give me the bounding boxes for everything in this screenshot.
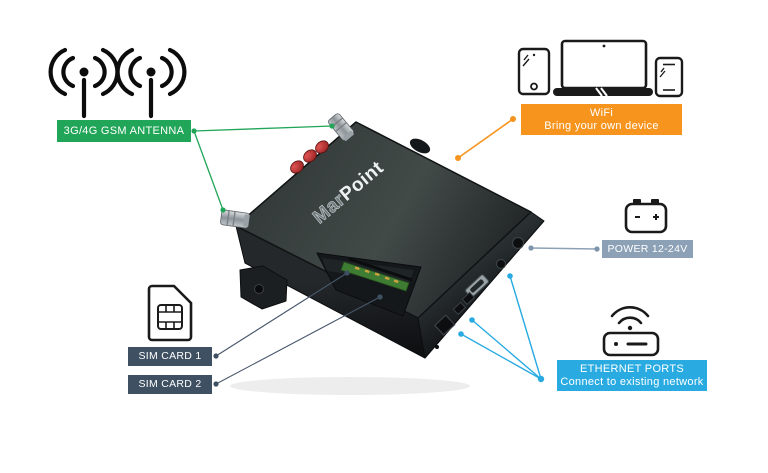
laptop-icon (553, 39, 653, 97)
wifi-label-title: WiFi (589, 106, 614, 119)
ethernet-jack (433, 314, 456, 336)
sim-recess (316, 252, 422, 317)
ethernet-ports-label-subtitle: Connect to existing network (560, 375, 704, 388)
sim-card-2-label-text: SIM CARD 2 (138, 378, 202, 390)
antenna-glyph-1 (48, 47, 120, 119)
sim-card-icon (147, 284, 193, 342)
power-port (511, 236, 525, 250)
device-top-face (235, 121, 532, 319)
power-label: POWER 12-24V (602, 240, 693, 258)
sma-connector-top (328, 113, 355, 142)
io-ports (433, 236, 525, 349)
sim-connector-lines (213, 270, 383, 387)
ethernet-ports-label-title: ETHERNET PORTS (579, 362, 685, 375)
phone-icon (654, 56, 684, 98)
power-terminal-icon (624, 199, 668, 234)
ethernet-connector-lines (458, 273, 545, 383)
wifi-label-subtitle: Bring your own device (544, 119, 659, 132)
gsm-connector-lines (191, 123, 335, 213)
power-connector-line (528, 245, 600, 252)
byod-devices-icon (517, 39, 684, 98)
cellular-antenna-icon (48, 47, 187, 119)
tablet-icon (517, 47, 551, 96)
io-port-small-2 (452, 301, 467, 316)
router-wifi-icon (602, 306, 660, 357)
wifi-connector-line (455, 116, 516, 161)
sim-card-1-label: SIM CARD 1 (128, 347, 212, 366)
mounting-bracket (239, 265, 288, 310)
sim-card-2-label: SIM CARD 2 (128, 375, 212, 394)
io-port-small-1 (461, 291, 476, 306)
gsm-antenna-label-text: 3G/4G GSM ANTENNA (63, 124, 185, 137)
wifi-label: WiFi Bring your own device (521, 104, 682, 135)
router-device: MarPoint (220, 113, 545, 359)
antenna-caps (290, 140, 329, 174)
ethernet-ports-label: ETHERNET PORTS Connect to existing netwo… (557, 360, 707, 391)
device-shadow (230, 377, 470, 395)
sma-connector-left (220, 209, 250, 229)
power-label-text: POWER 12-24V (607, 242, 688, 255)
antenna-glyph-2 (115, 47, 187, 119)
sim-card-1-label-text: SIM CARD 1 (138, 350, 202, 362)
gsm-antenna-label: 3G/4G GSM ANTENNA (57, 120, 191, 142)
aux-port (495, 258, 507, 270)
antenna-mount (409, 138, 431, 154)
